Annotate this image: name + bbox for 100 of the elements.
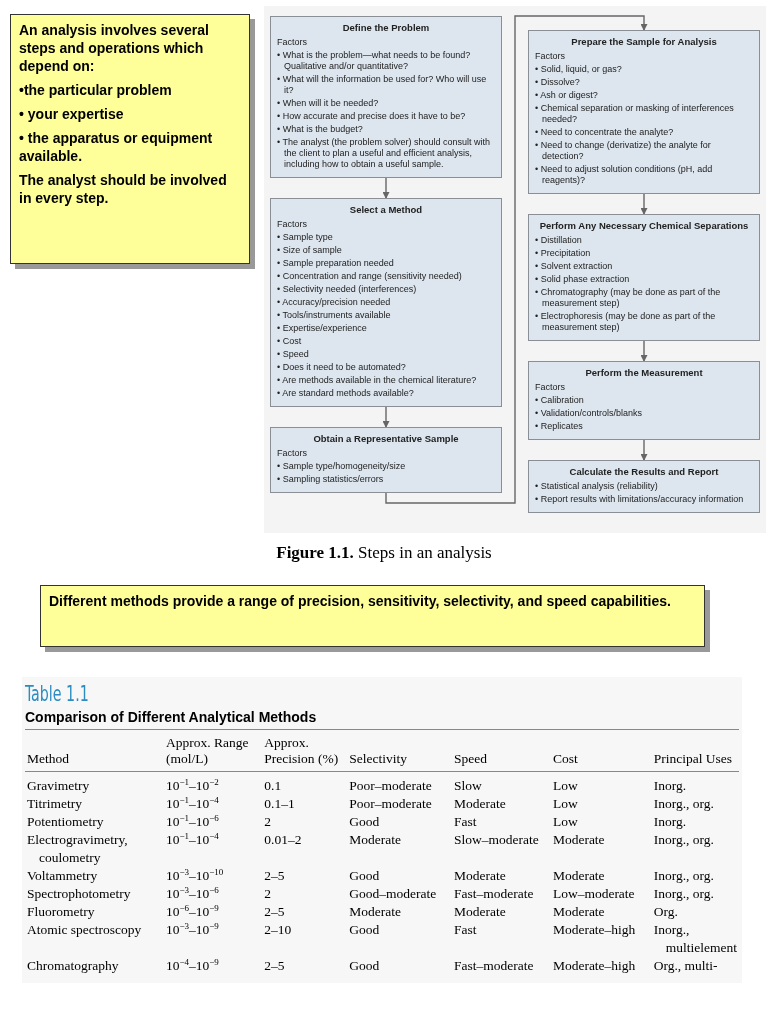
table-cell: Fast–moderate	[454, 885, 534, 903]
table-cell: Org., multi-	[653, 957, 718, 975]
list-item: • Solid phase extraction	[535, 274, 631, 285]
table-cell-text: Electrogravimetry, coulometry	[27, 831, 129, 867]
list-item: • Concentration and range (sensitivity needed)	[277, 271, 463, 282]
list-item: Factors	[535, 51, 566, 62]
list-item: Factors	[277, 448, 308, 459]
list-item: Factors	[277, 219, 308, 230]
list-item: • Sampling statistics/errors	[277, 474, 385, 485]
table-cell: Inorg., org.	[653, 795, 714, 813]
table-cell: Moderate–high	[552, 957, 636, 975]
process-box	[528, 460, 760, 513]
table-cell: Potentiometry	[27, 813, 104, 831]
list-item: • Dissolve?	[535, 77, 581, 88]
list-item: • Chromatography (may be done as part of the measurement step)	[535, 287, 722, 309]
process-box	[528, 30, 760, 194]
box-heading: Define the Problem	[341, 22, 431, 33]
box-heading: Perform Any Necessary Chemical Separations	[538, 220, 750, 231]
table-cell: 2–5	[264, 903, 285, 921]
table-cell: Moderate	[349, 903, 401, 921]
list-item: • How accurate and precise does it have to be?	[277, 111, 467, 122]
table-cell: Inorg., org.	[653, 867, 714, 885]
list-item: Factors	[535, 382, 566, 393]
table-cell: Moderate	[454, 867, 506, 885]
list-item: Factors	[277, 37, 308, 48]
table-cell: 10$^{−1}$–10$^{−2}$	[165, 777, 219, 795]
table-cell: 0.1	[264, 777, 282, 795]
list-item: • Sample preparation needed	[277, 258, 395, 269]
list-item: • Does it need to be automated?	[277, 362, 407, 373]
table-cell: Inorg.	[653, 813, 687, 831]
list-item: • Selectivity needed (interferences)	[277, 284, 418, 295]
table-cell: Titrimetry	[27, 795, 82, 813]
note-text: The analyst should be involved in every step.	[19, 171, 228, 207]
box-heading: Perform the Measurement	[584, 367, 704, 378]
table-cell: Low	[552, 813, 578, 831]
list-item: • Need to concentrate the analyte?	[535, 127, 675, 138]
arrow	[385, 15, 648, 504]
list-item: • Are standard methods available?	[277, 388, 415, 399]
note-text: • the apparatus or equipment available.	[19, 129, 214, 165]
table-cell: 2–5	[264, 957, 285, 975]
table-cell: Moderate–high	[552, 921, 636, 939]
table-cell: Low	[552, 795, 578, 813]
list-item: • Need to adjust solution conditions (pH, add reagents)?	[535, 164, 714, 186]
process-box	[270, 427, 502, 493]
list-item: • Sample type/homogeneity/size	[277, 461, 407, 472]
note-text: An analysis involves several steps and operations which depend on:	[19, 21, 210, 75]
column-header: Approx. Range (mol/L)	[163, 729, 263, 772]
list-item: • Accuracy/precision needed	[277, 297, 392, 308]
table-cell: Voltammetry	[27, 867, 98, 885]
table-number: Table 1.1	[25, 681, 90, 708]
process-box	[270, 198, 502, 407]
table-cell: Org.	[653, 903, 678, 921]
table-cell: Poor–moderate	[349, 795, 432, 813]
table-cell: Chromatography	[27, 957, 119, 975]
list-item: • What is the budget?	[277, 124, 364, 135]
list-item: • Speed	[277, 349, 310, 360]
table-cell: Good	[349, 957, 380, 975]
table-cell: 10$^{−4}$–10$^{−9}$	[165, 957, 219, 975]
list-item: • Expertise/experience	[277, 323, 368, 334]
list-item: • Solvent extraction	[535, 261, 614, 272]
table-cell: Gravimetry	[27, 777, 90, 795]
column-header: Speed	[452, 729, 551, 772]
arrow	[640, 340, 648, 362]
list-item: • Replicates	[535, 421, 584, 432]
table-cell: Slow	[454, 777, 482, 795]
table-cell: Inorg.	[653, 777, 687, 795]
table-cell: Good	[349, 921, 380, 939]
table-cell: 10$^{−1}$–10$^{−6}$	[165, 813, 219, 831]
note-text: •the particular problem	[19, 81, 173, 99]
table-cell: Fast	[454, 921, 477, 939]
table-cell: 2–10	[264, 921, 292, 939]
table-cell: Fast–moderate	[454, 957, 534, 975]
table-cell: Moderate	[552, 831, 605, 849]
table-cell: 10$^{−3}$–10$^{−9}$	[165, 921, 219, 939]
list-item: • Solid, liquid, or gas?	[535, 64, 623, 75]
process-box	[528, 361, 760, 440]
arrow	[640, 439, 648, 461]
list-item: • What will the information be used for? Who will use it?	[277, 74, 488, 96]
list-item: • Size of sample	[277, 245, 343, 256]
list-item: • Precipitation	[535, 248, 592, 259]
table-cell: Inorg., multielement	[653, 921, 737, 957]
table-cell: Moderate	[454, 795, 506, 813]
note-text: Different methods provide a range of precision, sensitivity, selectivity, and speed capabilities.	[49, 592, 672, 610]
process-box	[270, 16, 502, 178]
column-header: Approx. Precision (%)	[262, 729, 348, 772]
list-item: • Sample type	[277, 232, 334, 243]
list-item: • Cost	[277, 336, 303, 347]
figure-caption: Figure 1.1. Steps in an analysis	[275, 543, 493, 563]
table-cell: Spectrophotometry	[27, 885, 131, 903]
list-item: • Statistical analysis (reliability)	[535, 481, 659, 492]
box-heading: Prepare the Sample for Analysis	[570, 36, 718, 47]
table-cell: Good–moderate	[349, 885, 437, 903]
table-cell: 10$^{−3}$–10$^{−10}$	[165, 867, 224, 885]
column-header: Method	[25, 729, 164, 772]
table-cell: Low–moderate	[552, 885, 635, 903]
list-item: • Report results with limitations/accuracy information	[535, 494, 745, 505]
list-item: • Validation/controls/blanks	[535, 408, 644, 419]
box-heading: Calculate the Results and Report	[568, 466, 720, 477]
table-cell: Low	[552, 777, 578, 795]
list-item: • What is the problem—what needs to be found? Qualitative and/or quantitative?	[277, 50, 472, 72]
